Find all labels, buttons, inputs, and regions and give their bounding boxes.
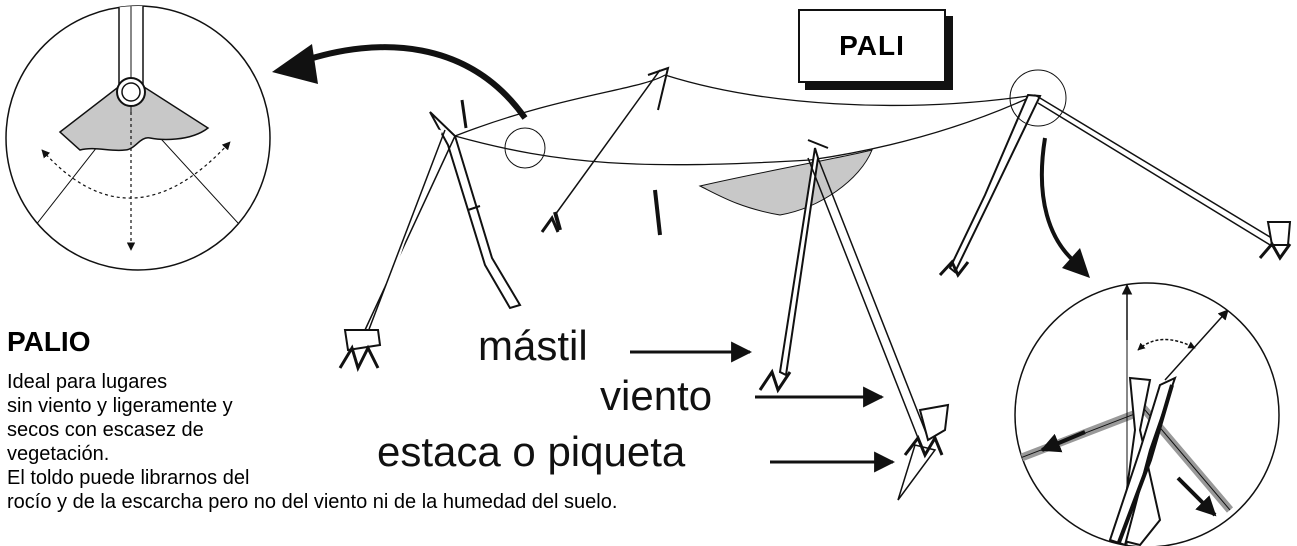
description-line: vegetación.	[7, 443, 110, 465]
label-estaca: estaca o piqueta	[377, 428, 686, 475]
grass-tufts	[540, 214, 970, 394]
stake-left	[338, 329, 382, 373]
description-line: El toldo puede librarnos del	[7, 467, 250, 489]
label-viento: viento	[600, 372, 713, 419]
description-line: sin viento y ligeramente y	[7, 395, 233, 417]
stake-right	[1258, 221, 1292, 261]
description-line: secos con escasez de	[7, 419, 204, 441]
tarp-canvas	[454, 74, 1036, 216]
guy-lines	[364, 69, 1276, 439]
description-line: rocío y de la escarcha pero no del vient…	[7, 491, 618, 513]
pole-back-left	[553, 66, 670, 236]
title-box: PALI	[798, 9, 946, 83]
highlight-circle-left	[504, 127, 546, 169]
curved-arrow-left	[299, 44, 528, 120]
curved-arrow-right	[1039, 137, 1077, 264]
label-mastil: mástil	[478, 322, 588, 369]
pole-right	[948, 93, 1042, 274]
detail-circle-right	[1014, 282, 1280, 546]
description-line: Ideal para lugares	[7, 371, 168, 393]
highlight-circle-right	[1009, 69, 1067, 127]
stake-center	[897, 403, 950, 501]
pole-center	[778, 139, 829, 377]
description-heading: PALIO	[7, 326, 91, 357]
pole-front-left	[429, 99, 522, 310]
detail-circle-left	[5, 5, 271, 271]
